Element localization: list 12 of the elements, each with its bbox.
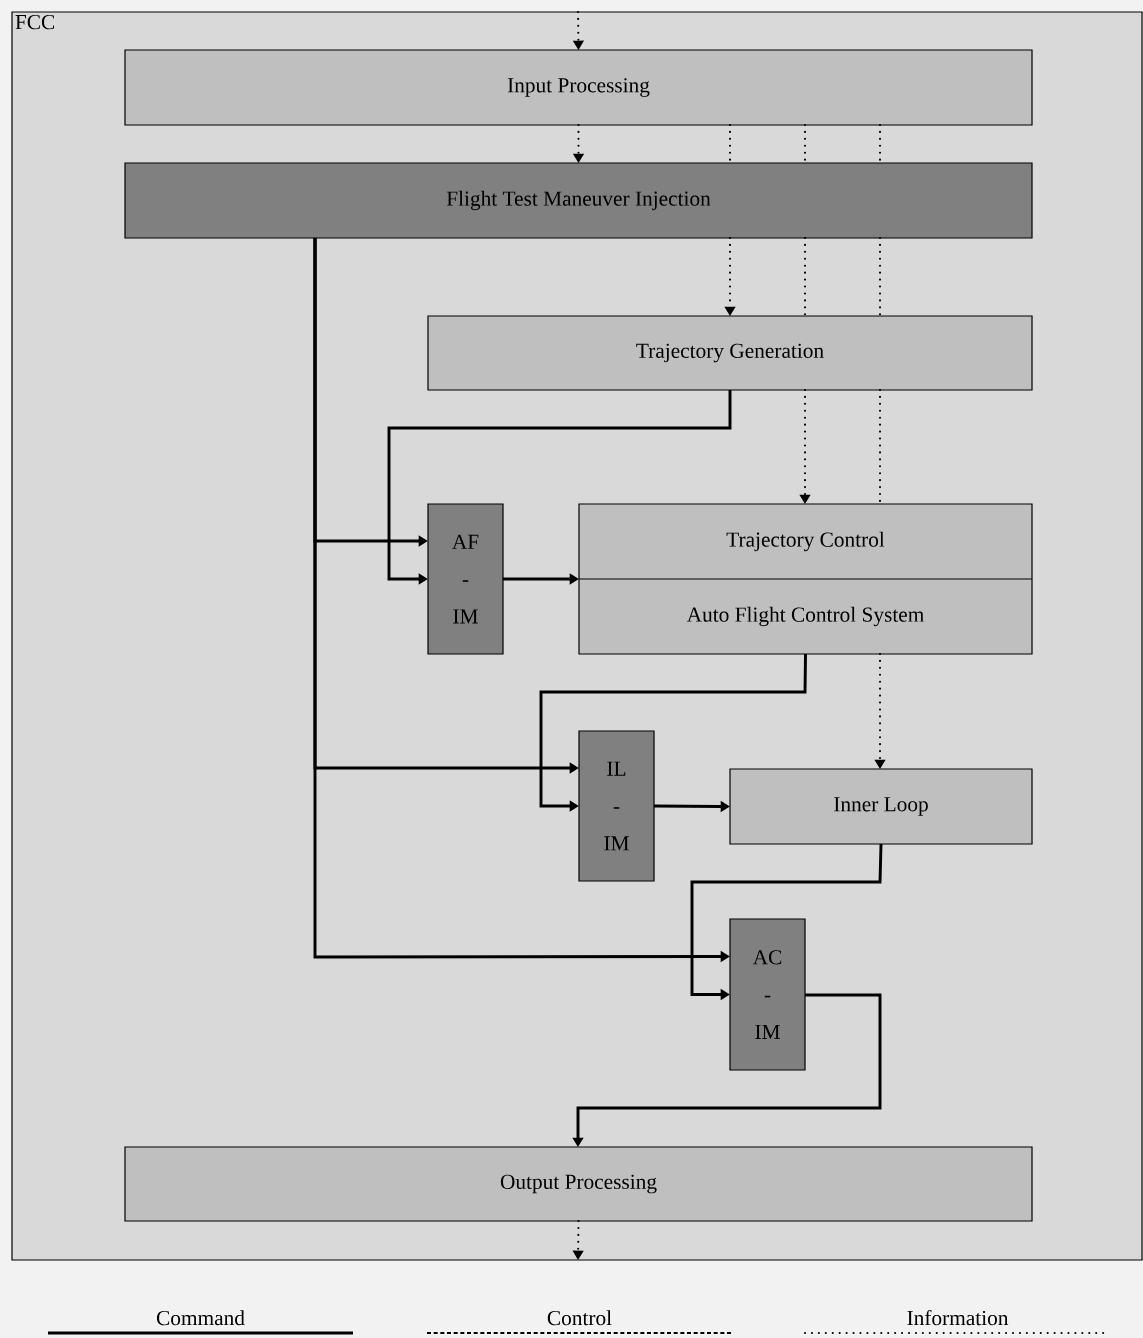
process-box: Trajectory Generation (427, 315, 1033, 391)
legend-entry: Information (803, 1310, 1112, 1335)
process-box: Output Processing (124, 1146, 1033, 1222)
legend-entry: Control (426, 1310, 733, 1334)
process-box: Inner Loop (729, 768, 1033, 845)
module-box: AF - IM (427, 503, 504, 655)
split-box: Trajectory Control Auto Flight Control System (578, 503, 1033, 655)
process-box: Input Processing (124, 49, 1033, 126)
module-box: IL - IM (578, 730, 655, 882)
module-box: AC - IM (729, 918, 806, 1071)
process-box: Flight Test Maneuver Injection (124, 162, 1033, 239)
legend-entry: Command (48, 1310, 353, 1335)
